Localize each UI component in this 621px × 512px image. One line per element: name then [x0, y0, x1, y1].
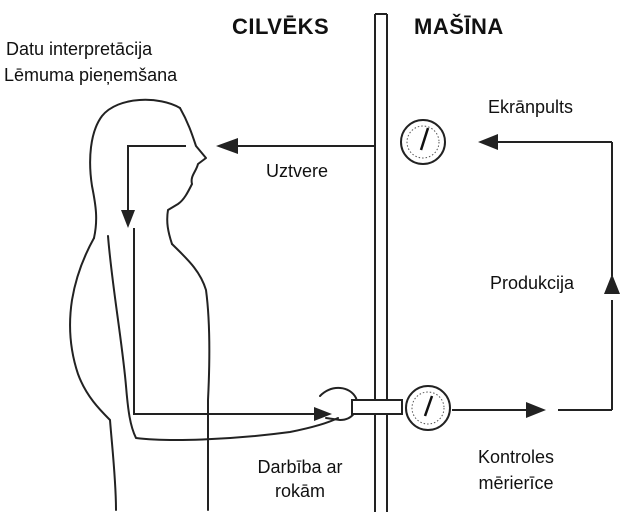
- control-meter-label-line2: mērierīce: [454, 472, 578, 494]
- production-label: Produkcija: [490, 272, 574, 294]
- manual-action-label-line2: rokām: [240, 480, 360, 502]
- control-meter-label-line1: Kontroles: [454, 446, 578, 468]
- perception-label: Uztvere: [266, 160, 328, 182]
- human-back-outline: [70, 238, 116, 510]
- human-arm-outline: [108, 236, 338, 440]
- control-output-arrowhead: [526, 402, 546, 418]
- decision-making-label: Lēmuma pieņemšana: [4, 64, 177, 86]
- machine-side-heading: MAŠĪNA: [414, 14, 504, 40]
- interface-wall: [375, 14, 387, 512]
- human-internal-flow: [121, 146, 332, 421]
- control-lever: [352, 400, 402, 414]
- human-side-heading: CILVĒKS: [232, 14, 329, 40]
- display-input-arrowhead: [478, 134, 498, 150]
- display-label: Ekrānpults: [488, 96, 573, 118]
- human-chest-outline: [172, 244, 209, 510]
- manual-action-label-line1: Darbība ar: [240, 456, 360, 478]
- human-face-outline: [167, 108, 206, 244]
- production-arrowhead: [604, 274, 620, 294]
- perception-arrow: [216, 138, 375, 154]
- control-gauge-icon: [406, 386, 450, 430]
- data-interpretation-label: Datu interpretācija: [6, 38, 152, 60]
- display-gauge-icon: [401, 120, 445, 164]
